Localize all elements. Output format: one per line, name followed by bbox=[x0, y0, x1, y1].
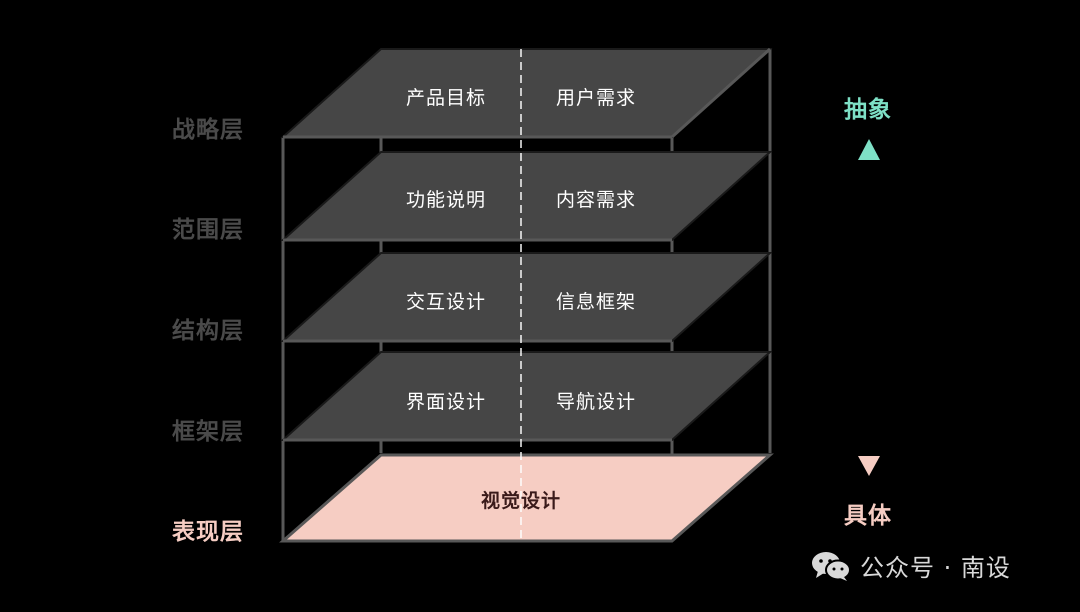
cell-interaction-design: 交互设计 bbox=[405, 291, 486, 313]
layer-label-surface: 表现层 bbox=[172, 519, 244, 545]
cell-content-requirements: 内容需求 bbox=[555, 189, 636, 211]
wechat-icon bbox=[812, 551, 851, 581]
cell-visual-design: 视觉设计 bbox=[480, 490, 561, 512]
plane-skeleton bbox=[280, 351, 773, 441]
layer-label-skeleton: 框架层 bbox=[172, 419, 244, 445]
plane-structure bbox=[280, 252, 773, 342]
plane-surface bbox=[279, 453, 774, 543]
arrow-up-head bbox=[858, 139, 880, 160]
arrow-down-head bbox=[858, 456, 880, 476]
cell-product-goal: 产品目标 bbox=[405, 87, 486, 109]
plane-strategy-right-edge bbox=[670, 47, 772, 139]
plane-scope bbox=[280, 151, 773, 241]
cell-navigation-design: 导航设计 bbox=[555, 391, 636, 413]
cell-information-architecture: 信息框架 bbox=[555, 291, 636, 313]
cell-user-needs: 用户需求 bbox=[555, 87, 636, 109]
axis-label-abstract: 抽象 bbox=[844, 97, 892, 123]
cell-interface-design: 界面设计 bbox=[405, 391, 486, 413]
layer-label-structure: 结构层 bbox=[172, 318, 244, 344]
watermark: 公众号 · 南设 bbox=[810, 548, 1011, 583]
abstract-concrete-arrow bbox=[858, 139, 880, 476]
watermark-text: 公众号 · 南设 bbox=[860, 554, 1011, 582]
layer-label-strategy: 战略层 bbox=[172, 117, 244, 143]
cell-functional-spec: 功能说明 bbox=[405, 189, 486, 211]
plane-strategy bbox=[280, 48, 773, 138]
axis-label-concrete: 具体 bbox=[844, 503, 892, 529]
layer-label-scope: 范围层 bbox=[172, 217, 244, 243]
